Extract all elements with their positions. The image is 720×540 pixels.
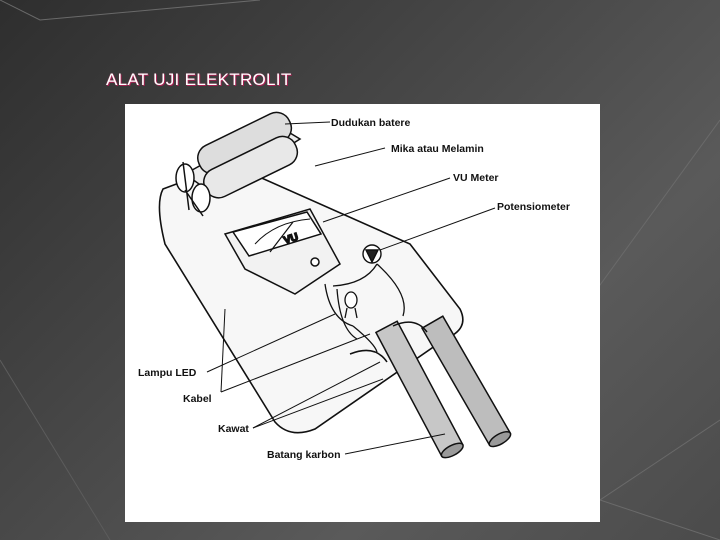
led bbox=[344, 291, 358, 319]
label-battery-holder: Dudukan batere bbox=[331, 117, 411, 129]
cable bbox=[324, 263, 405, 353]
label-mica-board: Mika atau Melamin bbox=[391, 143, 484, 155]
label-carbon-rod: Batang karbon bbox=[267, 449, 341, 461]
label-cable: Kabel bbox=[183, 393, 212, 405]
carbon-rods bbox=[349, 315, 512, 459]
slide-title: ALAT UJI ELEKTROLIT bbox=[106, 70, 292, 89]
label-potentiometer: Potensiometer bbox=[497, 201, 570, 213]
leader-lines bbox=[206, 121, 496, 455]
vu-meter: VU bbox=[223, 208, 341, 295]
label-wire: Kawat bbox=[218, 423, 249, 435]
label-vu-meter: VU Meter bbox=[453, 172, 499, 184]
electrolyte-tester-diagram: VU bbox=[125, 104, 600, 522]
potentiometer bbox=[362, 244, 382, 264]
vu-face-text: VU bbox=[282, 231, 300, 247]
battery-holder bbox=[175, 111, 302, 217]
label-led: Lampu LED bbox=[138, 367, 197, 379]
